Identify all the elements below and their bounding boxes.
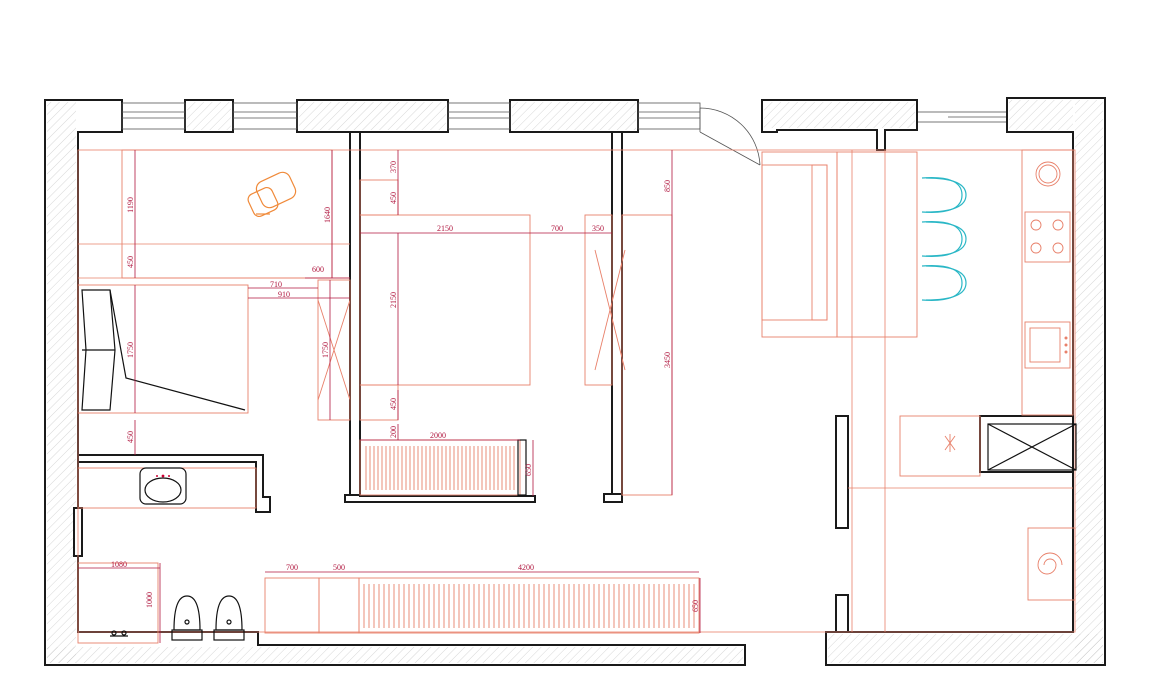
dim-850: 850 xyxy=(663,180,672,192)
dim-450-d: 450 xyxy=(389,398,398,410)
dim-700-b: 700 xyxy=(286,563,298,572)
kitchen-island xyxy=(836,151,918,338)
dimension-labels: 1190 450 1750 450 710 910 600 1640 1750 … xyxy=(111,161,700,612)
dim-2000: 2000 xyxy=(430,431,446,440)
dim-600: 600 xyxy=(312,265,324,274)
star-mark xyxy=(944,434,956,452)
dim-710: 710 xyxy=(270,280,282,289)
dim-650-a: 650 xyxy=(524,464,533,476)
kitchen-sink xyxy=(1024,321,1071,369)
dim-1750-b: 1750 xyxy=(321,342,330,358)
cooktop xyxy=(1024,211,1071,263)
dimension-lines xyxy=(78,150,701,643)
shower-tray xyxy=(77,562,159,644)
shower-tap xyxy=(110,630,128,637)
hob-round xyxy=(1035,161,1061,187)
dim-450-b: 450 xyxy=(126,431,135,443)
washbasin xyxy=(139,467,187,505)
radiator-fins xyxy=(365,446,515,490)
dim-370: 370 xyxy=(389,161,398,173)
dim-1640: 1640 xyxy=(323,207,332,223)
dim-4200: 4200 xyxy=(518,563,534,572)
dim-3450: 3450 xyxy=(663,352,672,368)
dim-1000: 1000 xyxy=(145,592,154,608)
radiator xyxy=(359,439,521,496)
wall-right-outer xyxy=(825,97,1106,666)
dim-2150-b: 2150 xyxy=(389,292,398,308)
dim-350: 350 xyxy=(592,224,604,233)
dim-650-b: 650 xyxy=(691,600,700,612)
dim-500: 500 xyxy=(333,563,345,572)
wardrobe-1 xyxy=(317,279,351,421)
wall-left-block xyxy=(44,99,746,666)
dim-2150-a: 2150 xyxy=(437,224,453,233)
dim-1190: 1190 xyxy=(126,197,135,213)
office-chair xyxy=(247,171,297,217)
desk xyxy=(121,149,333,279)
interior-walls xyxy=(73,131,1074,633)
hall-storage xyxy=(264,577,700,634)
living-kitchen xyxy=(761,149,1077,601)
dim-450-a: 450 xyxy=(126,256,135,268)
wall-bottom-hatch xyxy=(47,647,743,663)
bar-stools xyxy=(921,177,967,301)
utility-cabinet xyxy=(899,415,981,477)
double-bed xyxy=(359,214,531,386)
sofa xyxy=(761,151,838,338)
dim-1750-a: 1750 xyxy=(126,342,135,358)
washing-machine xyxy=(1027,527,1076,601)
bidet xyxy=(213,595,245,641)
wardrobe-2 xyxy=(584,214,613,386)
bathroom-fixtures xyxy=(77,467,257,644)
flue-box xyxy=(987,423,1077,471)
kitchen-counter xyxy=(1021,149,1074,416)
wall-left-hatch xyxy=(47,102,76,663)
outer-walls xyxy=(44,97,1106,666)
toilet xyxy=(171,595,203,641)
dim-450-c: 450 xyxy=(389,192,398,204)
entry-door xyxy=(699,107,761,166)
dim-1080: 1080 xyxy=(111,560,127,569)
hall-cabinet-long xyxy=(358,577,700,634)
hall-cabinet-small xyxy=(264,577,320,634)
dim-910: 910 xyxy=(278,290,290,299)
dim-200: 200 xyxy=(389,426,398,438)
bed-single xyxy=(77,284,249,414)
bedroom-2-furniture xyxy=(359,179,673,496)
bedroom-1-furniture xyxy=(77,149,351,421)
dim-700-a: 700 xyxy=(551,224,563,233)
